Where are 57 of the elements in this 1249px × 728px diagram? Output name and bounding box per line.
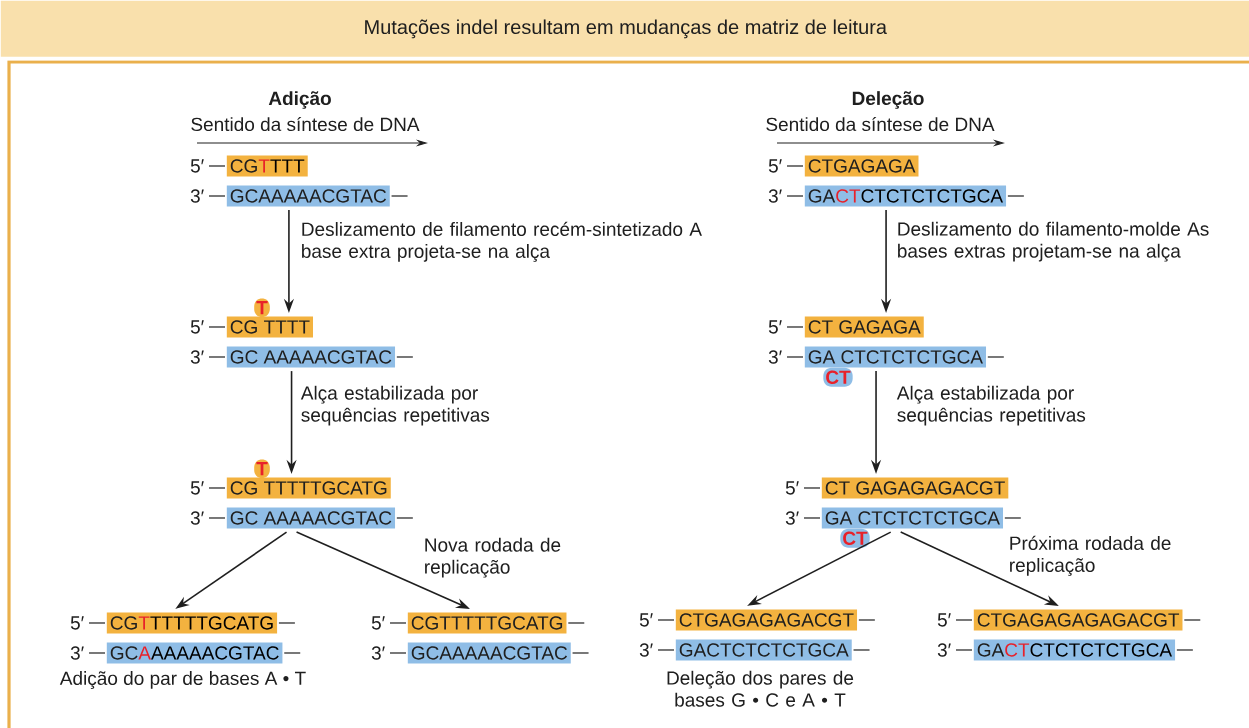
node-label: Adição do par de bases A • T <box>59 671 306 689</box>
strand-box: CT GAGAGA <box>804 316 924 338</box>
loop-bulge: T <box>254 298 270 318</box>
title-banner: Mutações indel resultam em mudanças de matriz de leitura <box>0 0 1249 57</box>
edge-label: Próxima rodada de replicação <box>1010 535 1171 576</box>
heading: Deleção <box>852 91 924 109</box>
loop-bulge: CT <box>840 528 870 548</box>
end-label: 5′ <box>785 481 799 495</box>
strand-box: CG TTTT <box>226 316 313 338</box>
end-label: 3′ <box>768 189 782 203</box>
strand-box: GCAAAAACGTAC <box>226 185 390 207</box>
end-label: 3′ <box>768 350 782 364</box>
strand-box: GACTCTCTCTCTGCA <box>973 639 1176 661</box>
end-label: 5′ <box>190 320 204 334</box>
node-label: Deleção dos pares de bases G • C e A • T <box>667 670 854 707</box>
direction-label: Sentido da síntese de DNA <box>766 116 995 132</box>
edge-label: Alça estabilizada por sequências repetitivas <box>896 385 1086 426</box>
strand-box: CG TTTTTGCATG <box>226 477 391 499</box>
end-label: 3′ <box>70 646 84 660</box>
end-label: 3′ <box>785 511 799 525</box>
strand-box: CT GAGAGAGACGT <box>821 477 1009 499</box>
end-label: 3′ <box>371 646 385 660</box>
end-label: 5′ <box>768 320 782 334</box>
strand-box: GC AAAAACGTAC <box>226 507 396 529</box>
end-label: 5′ <box>639 613 653 627</box>
end-label: 5′ <box>190 481 204 495</box>
strand-box: GACTCTCTCTGCA <box>675 639 852 661</box>
strand-box: GA CTCTCTCTGCA <box>804 346 986 368</box>
end-label: 3′ <box>190 350 204 364</box>
strand-box: GACTCTCTCTCTGCA <box>804 185 1007 207</box>
loop-bulge: T <box>254 459 270 479</box>
end-label: 3′ <box>190 189 204 203</box>
end-label: 5′ <box>190 159 204 173</box>
direction-label: Sentido da síntese de DNA <box>191 116 420 132</box>
strand-box: GCAAAAACGTAC <box>407 642 571 664</box>
end-label: 3′ <box>937 643 951 657</box>
end-label: 3′ <box>639 643 653 657</box>
strand-box: GCAAAAAACGTAC <box>106 642 283 664</box>
heading: Adição <box>268 91 331 109</box>
end-label: 5′ <box>768 159 782 173</box>
edge-label: Alça estabilizada por sequências repetitivas <box>300 385 490 426</box>
strand-box: CTGAGAGA <box>804 155 919 177</box>
strand-box: GA CTCTCTCTGCA <box>821 507 1003 529</box>
end-label: 3′ <box>190 511 204 525</box>
strand-box: CGTTTT <box>226 155 308 177</box>
end-label: 5′ <box>70 616 84 630</box>
strand-box: CTGAGAGAGACGT <box>675 609 858 631</box>
end-label: 5′ <box>371 616 385 630</box>
edge-label: Nova rodada de replicação <box>425 537 561 578</box>
strand-box: CGTTTTTGCATG <box>407 612 567 634</box>
end-label: 5′ <box>937 613 951 627</box>
loop-bulge: CT <box>823 367 853 387</box>
edge-label: Deslizamento de filamento recém-sintetizado A base extra projeta-se na alça <box>302 221 702 262</box>
strand-box: CGTTTTTTGCATG <box>106 612 278 634</box>
edge-label: Deslizamento do filamento-molde As bases extras projetam-se na alça <box>898 221 1209 262</box>
strand-box: CTGAGAGAGAGACGT <box>973 609 1183 631</box>
strand-box: GC AAAAACGTAC <box>226 346 396 368</box>
